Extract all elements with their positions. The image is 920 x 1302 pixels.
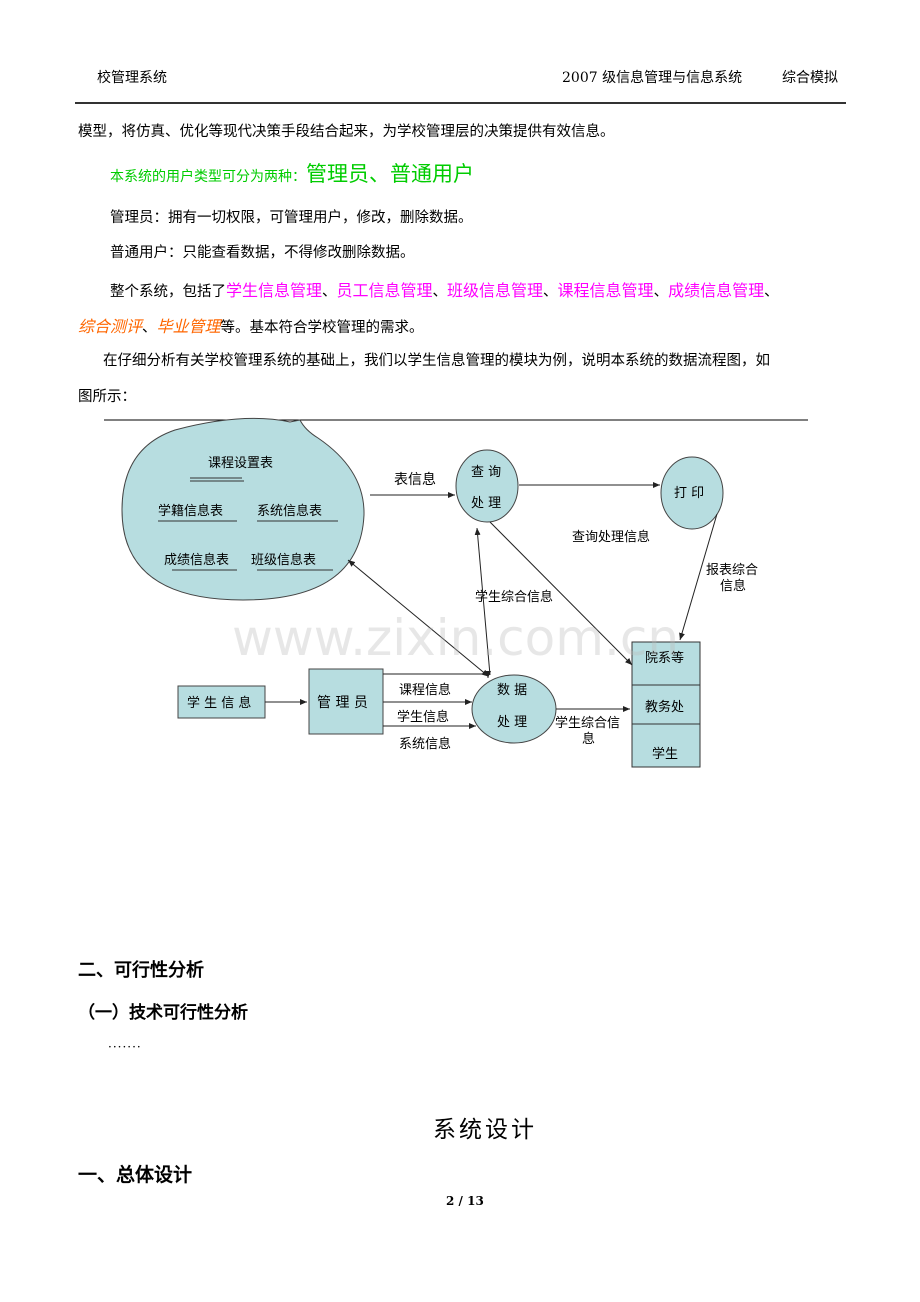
print-node bbox=[660, 456, 724, 530]
store-table: 学籍信息表 bbox=[158, 503, 223, 519]
sep: 、 bbox=[653, 284, 669, 300]
flow-label: 学生信息 bbox=[397, 709, 449, 725]
store-table: 班级信息表 bbox=[251, 552, 316, 568]
sep: 、 bbox=[764, 284, 779, 300]
data-flow-diagram: 课程设置表 学籍信息表 系统信息表 成绩信息表 班级信息表 查 询 处 理 打 … bbox=[104, 417, 808, 768]
header-course: 2007 级信息管理与信息系统 bbox=[562, 70, 743, 86]
flow-label: 报表综合 bbox=[706, 563, 758, 578]
admin-box bbox=[308, 668, 384, 735]
section-heading: 二、可行性分析 bbox=[78, 960, 204, 981]
modules-line-2: 综合测评、毕业管理等。基本符合学校管理的需求。 bbox=[78, 313, 424, 337]
sep: 、 bbox=[142, 320, 157, 336]
flow-label: 学生综合信 bbox=[555, 715, 620, 731]
node-label: 管 理 员 bbox=[317, 695, 368, 711]
module: 课程信息管理 bbox=[557, 281, 654, 300]
admin-desc: 管理员：拥有一切权限，可管理用户，修改，删除数据。 bbox=[110, 210, 473, 226]
node-label: 处 理 bbox=[497, 715, 527, 730]
flow-label: 表信息 bbox=[394, 471, 436, 488]
module: 综合测评 bbox=[78, 317, 143, 336]
store-table: 课程设置表 bbox=[208, 456, 273, 471]
node-label: 数 据 bbox=[497, 683, 527, 698]
user-types-line: 本系统的用户类型可分为两种：管理员、普通用户 bbox=[110, 158, 474, 188]
modules-suffix: 等。基本符合学校管理的需求。 bbox=[220, 320, 424, 336]
subsection-heading: （一）技术可行性分析 bbox=[78, 1003, 248, 1023]
node-label: 查 询 bbox=[471, 465, 501, 480]
node-label: 学 生 信 息 bbox=[187, 695, 251, 711]
module: 毕业管理 bbox=[156, 317, 221, 336]
sink-stack: 院系等 教务处 学生 bbox=[631, 641, 701, 768]
sep: 、 bbox=[543, 284, 558, 300]
flow-label: 课程信息 bbox=[399, 682, 451, 698]
flow-label: 学生综合信息 bbox=[475, 589, 553, 605]
chapter-title: 系统设计 bbox=[433, 1117, 537, 1143]
student-info-box bbox=[177, 685, 266, 719]
store-table: 系统信息表 bbox=[257, 503, 322, 519]
normal-desc: 普通用户：只能查看数据，不得修改删除数据。 bbox=[110, 245, 415, 261]
header-left: 校管理系统 bbox=[97, 70, 167, 86]
analysis-line: 在仔细分析有关学校管理系统的基础上，我们以学生信息管理的模块为例，说明本系统的数… bbox=[103, 353, 770, 369]
node-label: 打 印 bbox=[674, 486, 704, 501]
watermark: www.zixin.com.cn bbox=[232, 609, 679, 667]
node-label: 处 理 bbox=[471, 496, 501, 511]
data-store-bubble: 课程设置表 学籍信息表 系统信息表 成绩信息表 班级信息表 bbox=[121, 417, 365, 601]
flow-label: 系统信息 bbox=[399, 736, 451, 752]
page-number: 2 / 13 bbox=[446, 1194, 484, 1208]
flow-label: 查询处理信息 bbox=[572, 529, 650, 545]
section-heading: 一、总体设计 bbox=[78, 1164, 193, 1186]
modules-prefix: 整个系统，包括了 bbox=[110, 284, 226, 300]
store-table: 成绩信息表 bbox=[164, 552, 229, 568]
header-label: 综合模拟 bbox=[782, 70, 838, 86]
sep: 、 bbox=[432, 284, 448, 300]
module: 班级信息管理 bbox=[447, 281, 544, 300]
user-types-prefix: 本系统的用户类型可分为两种： bbox=[110, 169, 306, 185]
flow-label: 信息 bbox=[720, 578, 746, 594]
module: 成绩信息管理 bbox=[668, 281, 765, 300]
sink-label: 教务处 bbox=[645, 699, 684, 715]
modules-line: 整个系统，包括了学生信息管理、员工信息管理、班级信息管理、课程信息管理、成绩信息… bbox=[110, 277, 779, 301]
user-types: 管理员、普通用户 bbox=[306, 162, 474, 186]
query-process-node bbox=[455, 449, 519, 523]
sep: 、 bbox=[322, 284, 337, 300]
header-rule bbox=[75, 102, 846, 104]
module: 学生信息管理 bbox=[226, 281, 323, 300]
sink-label: 学生 bbox=[652, 746, 678, 762]
flow-label: 息 bbox=[582, 731, 595, 747]
sink-label: 院系等 bbox=[645, 650, 684, 666]
module: 员工信息管理 bbox=[336, 281, 433, 300]
paragraph-line: 模型，将仿真、优化等现代决策手段结合起来，为学校管理层的决策提供有效信息。 bbox=[78, 124, 615, 140]
ellipsis: ······· bbox=[108, 1040, 142, 1054]
analysis-line-2: 图所示： bbox=[78, 389, 136, 405]
flow-arrows bbox=[265, 482, 718, 729]
